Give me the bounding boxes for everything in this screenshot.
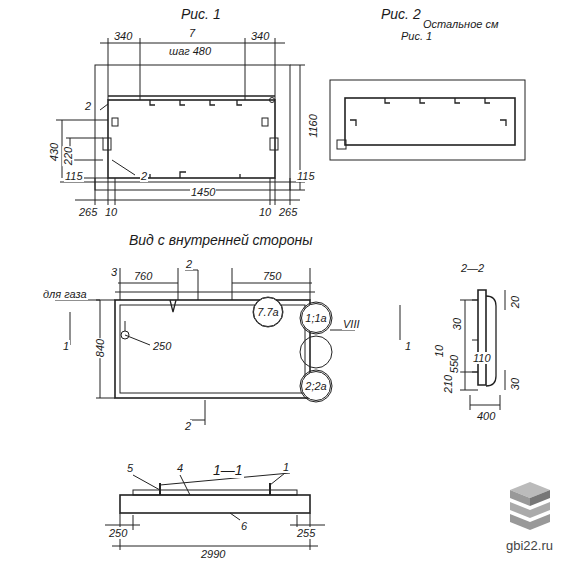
dimension-label: Остальное см — [422, 18, 499, 30]
dimension-label: 265 — [278, 206, 298, 218]
dimension-label: 2 — [84, 100, 92, 112]
callout-number: 1;1а — [305, 312, 326, 324]
dimension-label: 250 — [152, 340, 172, 352]
dimension-label: 6 — [240, 520, 248, 532]
dimension-label: 760 — [133, 270, 153, 282]
detail-callout-circle: 1;1а — [301, 303, 331, 333]
dimension-label: 340 — [250, 30, 270, 42]
detail-callout-circle: 2;2а — [301, 371, 331, 401]
dimension-label: 110 — [472, 352, 492, 364]
dimension-label: 1450 — [190, 186, 216, 198]
dimension-label: 5 — [126, 462, 134, 474]
dimension-label: 10 — [104, 206, 118, 218]
dimension-label: 1—1 — [212, 462, 244, 478]
dimension-label: шаг 480 — [168, 45, 212, 57]
dimension-label: 30 — [451, 317, 463, 331]
dimension-label: Рис. 2 — [380, 6, 422, 22]
callout-number: 2;2а — [305, 380, 326, 392]
dimension-label: 3 — [110, 266, 118, 278]
dimension-label: 115 — [296, 170, 316, 182]
dimension-label: 2990 — [200, 548, 226, 560]
dimension-label: 2 — [140, 170, 148, 182]
detail-callout-circle: 7.7а — [253, 297, 283, 327]
dimension-label: 1 — [404, 340, 412, 352]
dimension-label: 250 — [108, 527, 128, 539]
dimension-label: Рис. 1 — [180, 6, 222, 22]
watermark: gbi22.ru — [505, 540, 554, 552]
dimension-label: 210 — [442, 374, 454, 394]
callout-number: 7.7а — [257, 306, 278, 318]
dimension-label: 115 — [64, 170, 84, 182]
dimension-label: 2—2 — [460, 262, 485, 274]
dimension-label: 20 — [509, 295, 521, 309]
dimension-label: 750 — [262, 270, 282, 282]
dimension-label: 265 — [78, 206, 98, 218]
dimension-label: 340 — [113, 30, 133, 42]
dimension-label: 10 — [258, 206, 272, 218]
dimension-label: 220 — [62, 146, 74, 166]
dimension-label: Вид с внутренней стороны — [128, 232, 313, 248]
dimension-label: VIII — [342, 318, 361, 330]
dimension-label: 430 — [48, 142, 60, 162]
dimension-label: 1 — [62, 340, 70, 352]
dimension-label: 550 — [448, 354, 460, 374]
dimension-label: Рис. 1 — [400, 30, 433, 42]
dimension-label: 1160 — [307, 113, 319, 139]
dimension-label: для газа — [42, 288, 88, 300]
dimension-label: 30 — [509, 377, 521, 391]
dimension-label: 255 — [296, 527, 316, 539]
dimension-label: 1 — [282, 461, 290, 473]
dimension-label: 10 — [433, 344, 445, 358]
dimension-label: 2 — [184, 420, 192, 432]
dimension-label: 4 — [176, 462, 184, 474]
dimension-label: 7 — [188, 27, 196, 39]
dimension-label: 400 — [476, 410, 496, 422]
dimension-label: 2 — [185, 258, 193, 270]
dimension-label: 840 — [94, 338, 106, 358]
